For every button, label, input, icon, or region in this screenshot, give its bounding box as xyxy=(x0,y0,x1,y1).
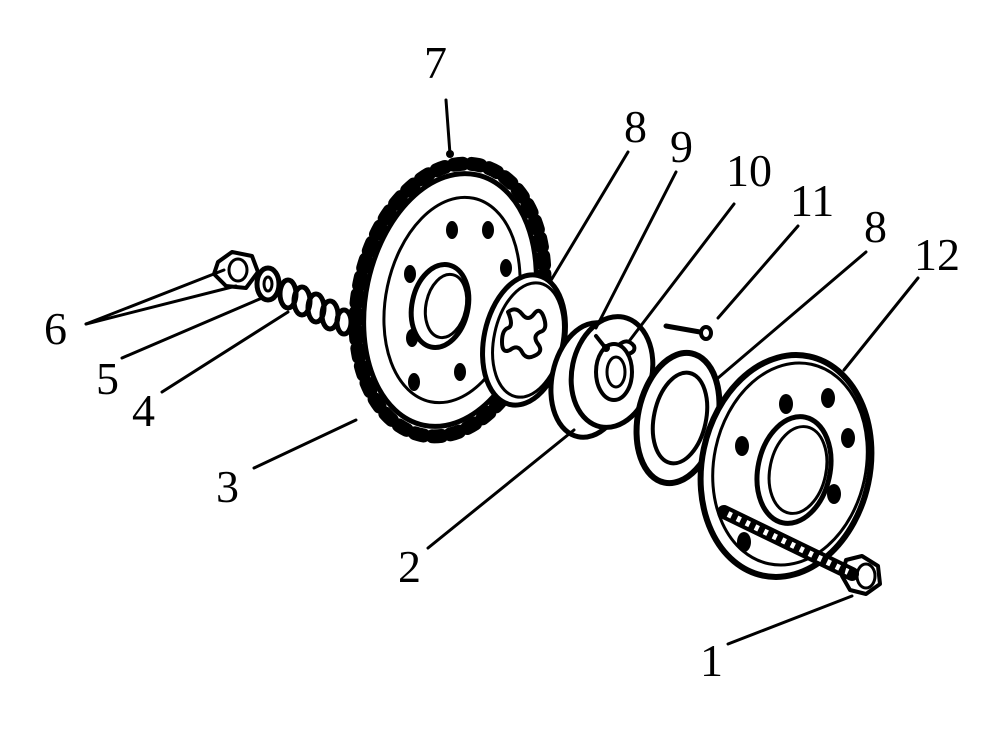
part-11-screw xyxy=(663,323,713,341)
label-part-4: 4 xyxy=(132,385,155,436)
label-part-6: 6 xyxy=(44,303,67,354)
label-part-8-right: 8 xyxy=(864,201,887,252)
part-4-spring xyxy=(277,277,354,337)
part-6-nut xyxy=(212,250,260,290)
leader-lines xyxy=(84,98,920,646)
part-2-hub xyxy=(548,314,656,440)
label-part-1: 1 xyxy=(700,635,723,686)
label-part-10: 10 xyxy=(726,145,772,196)
label-part-9: 9 xyxy=(670,121,693,172)
label-part-7: 7 xyxy=(424,37,447,88)
part-labels: 6 5 4 3 7 8 9 10 11 8 12 2 1 xyxy=(44,37,960,686)
label-part-5: 5 xyxy=(96,353,119,404)
part-1-bolt xyxy=(717,505,882,596)
label-part-2: 2 xyxy=(398,541,421,592)
part-10-key xyxy=(618,339,637,356)
part-5-washer xyxy=(254,265,282,303)
label-part-3: 3 xyxy=(216,461,239,512)
part-8-friction-plate-left xyxy=(480,272,568,408)
label-part-11: 11 xyxy=(790,175,834,226)
label-part-12: 12 xyxy=(914,229,960,280)
label-part-8-left: 8 xyxy=(624,101,647,152)
part-9-pin xyxy=(594,334,610,352)
